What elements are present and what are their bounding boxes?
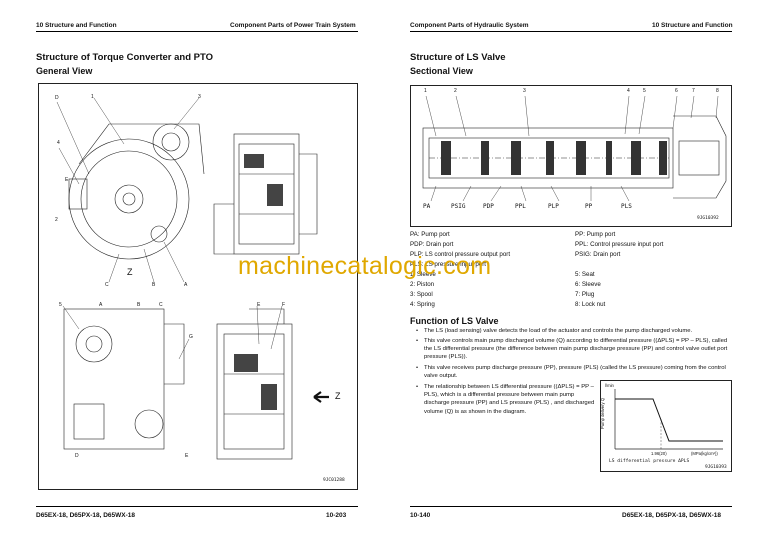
legend-4: 4: Spring: [410, 301, 435, 308]
port-label-pls: PLS: [621, 203, 632, 210]
left-header-chapter: 10 Structure and Function: [36, 22, 117, 29]
left-subsection-title: General View: [36, 66, 93, 76]
right-section-title: Structure of LS Valve: [410, 52, 506, 63]
callout-1: 1: [91, 94, 94, 100]
callout-2: 2: [55, 217, 58, 223]
callout-c: C: [105, 282, 109, 288]
callout-b-lower: B: [137, 302, 141, 308]
watermark: machinecatalogic.com: [238, 252, 492, 280]
callout-e-lower: E: [257, 302, 261, 308]
valve-callout-1: 1: [424, 88, 427, 94]
valve-callout-4: 4: [627, 88, 630, 94]
ls-valve-sectional-drawing: [422, 95, 727, 202]
left-figure-code: 9JC01288: [323, 478, 345, 483]
right-header-chapter: 10 Structure and Function: [652, 22, 733, 29]
graph-x-unit: (MPa(kg/cm²)): [691, 451, 718, 456]
callout-a-lower: A: [99, 302, 103, 308]
legend-7: 7: Plug: [575, 291, 595, 298]
legend-pp: PP: Pump port: [575, 231, 616, 238]
left-page: 10 Structure and Function Component Part…: [36, 22, 358, 519]
legend-pdp: PDP: Drain port: [410, 241, 454, 248]
legend-8: 8: Lock nut: [575, 301, 606, 308]
legend-plp: PLP: LS control pressure output port: [410, 251, 511, 258]
ls-graph: [614, 389, 723, 450]
port-label-pdp: PDP: [483, 203, 494, 210]
right-header-section: Component Parts of Hydraulic System: [410, 22, 529, 29]
torque-converter-figure: D 1 3 4 E 2 C B A Z E F G 5 A B C D E Z …: [38, 83, 358, 490]
graph-y-unit: l/min: [605, 383, 614, 388]
left-section-title: Structure of Torque Converter and PTO: [36, 52, 214, 63]
left-footer-rule: [36, 506, 358, 507]
right-figure-code: 9JG10392: [697, 216, 719, 221]
graph-curve: [615, 398, 723, 442]
port-label-ppl: PPL: [515, 203, 526, 210]
graph-x-label: LS differential pressure ΔPLS: [609, 459, 690, 464]
callout-4: 4: [57, 140, 60, 146]
torque-converter-drawing: [56, 97, 329, 460]
callout-f: F: [282, 302, 286, 308]
bullet-1: The LS (load sensing) valve detects the …: [416, 327, 732, 335]
legend-ppl: PPL: Control pressure input port: [575, 241, 664, 248]
callout-e: E: [65, 177, 69, 183]
valve-callout-3: 3: [523, 88, 526, 94]
valve-callout-5: 5: [643, 88, 646, 94]
callout-b: B: [152, 282, 156, 288]
legend-2: 2: Piston: [410, 281, 435, 288]
callout-3: 3: [198, 94, 201, 100]
legend-pa: PA: Pump port: [410, 231, 450, 238]
right-page: Component Parts of Hydraulic System 10 S…: [384, 0, 768, 543]
bullet-2: This valve controls main pump discharged…: [416, 337, 732, 362]
callout-z-top: Z: [127, 267, 133, 277]
port-label-psig: PSIG: [451, 203, 466, 210]
graph-code: 9JG10393: [705, 465, 727, 470]
right-footer-rule: [410, 506, 732, 507]
right-subsection-title: Sectional View: [410, 66, 473, 76]
right-footer-model: D65EX-18, D65PX-18, D65WX-18: [622, 512, 721, 519]
legend-psig: PSIG: Drain port: [575, 251, 621, 258]
callout-c-lower: C: [159, 302, 163, 308]
port-label-pp: PP: [585, 203, 593, 210]
valve-callout-6: 6: [675, 88, 678, 94]
ls-graph-figure: l/min Pump delivery Q 1.96(20) (MPa(kg/c…: [600, 380, 732, 472]
callout-z-bottom: Z: [335, 391, 341, 401]
left-header-section: Component Parts of Power Train System: [230, 22, 356, 29]
ls-valve-figure: 1 2 3 4 5 6 7 8 PA PSIG PDP PPL PLP PP P…: [410, 85, 732, 227]
port-label-pa: PA: [423, 203, 431, 210]
legend-6: 6: Sleeve: [575, 281, 601, 288]
bullet-3: This valve receives pump discharge press…: [416, 364, 732, 380]
legend-1: 1: Sleeve: [410, 271, 436, 278]
valve-callout-7: 7: [692, 88, 695, 94]
graph-x-tick: 1.96(20): [651, 451, 667, 456]
callout-d-lower: D: [75, 453, 79, 459]
left-header-rule: [36, 31, 358, 32]
callout-e-bottom: E: [185, 453, 189, 459]
graph-y-label: Pump delivery Q: [599, 398, 605, 429]
valve-callout-8: 8: [716, 88, 719, 94]
valve-callout-2: 2: [454, 88, 457, 94]
port-label-plp: PLP: [548, 203, 559, 210]
callout-5: 5: [59, 302, 62, 308]
legend-5: 5: Seat: [575, 271, 595, 278]
left-footer-page-number: 10-203: [326, 512, 347, 519]
legend-pls: PLS: LS pressure input port: [410, 261, 487, 268]
callout-g: G: [189, 334, 193, 340]
callout-a: A: [184, 282, 188, 288]
callout-d: D: [55, 95, 59, 101]
bullet-4: The relationship between LS differential…: [416, 383, 596, 416]
legend-3: 3: Spool: [410, 291, 433, 298]
right-header-rule: [410, 31, 732, 32]
function-title: Function of LS Valve: [410, 316, 499, 326]
right-footer-page-number: 10-140: [410, 512, 431, 519]
left-footer-model: D65EX-18, D65PX-18, D65WX-18: [36, 512, 135, 519]
